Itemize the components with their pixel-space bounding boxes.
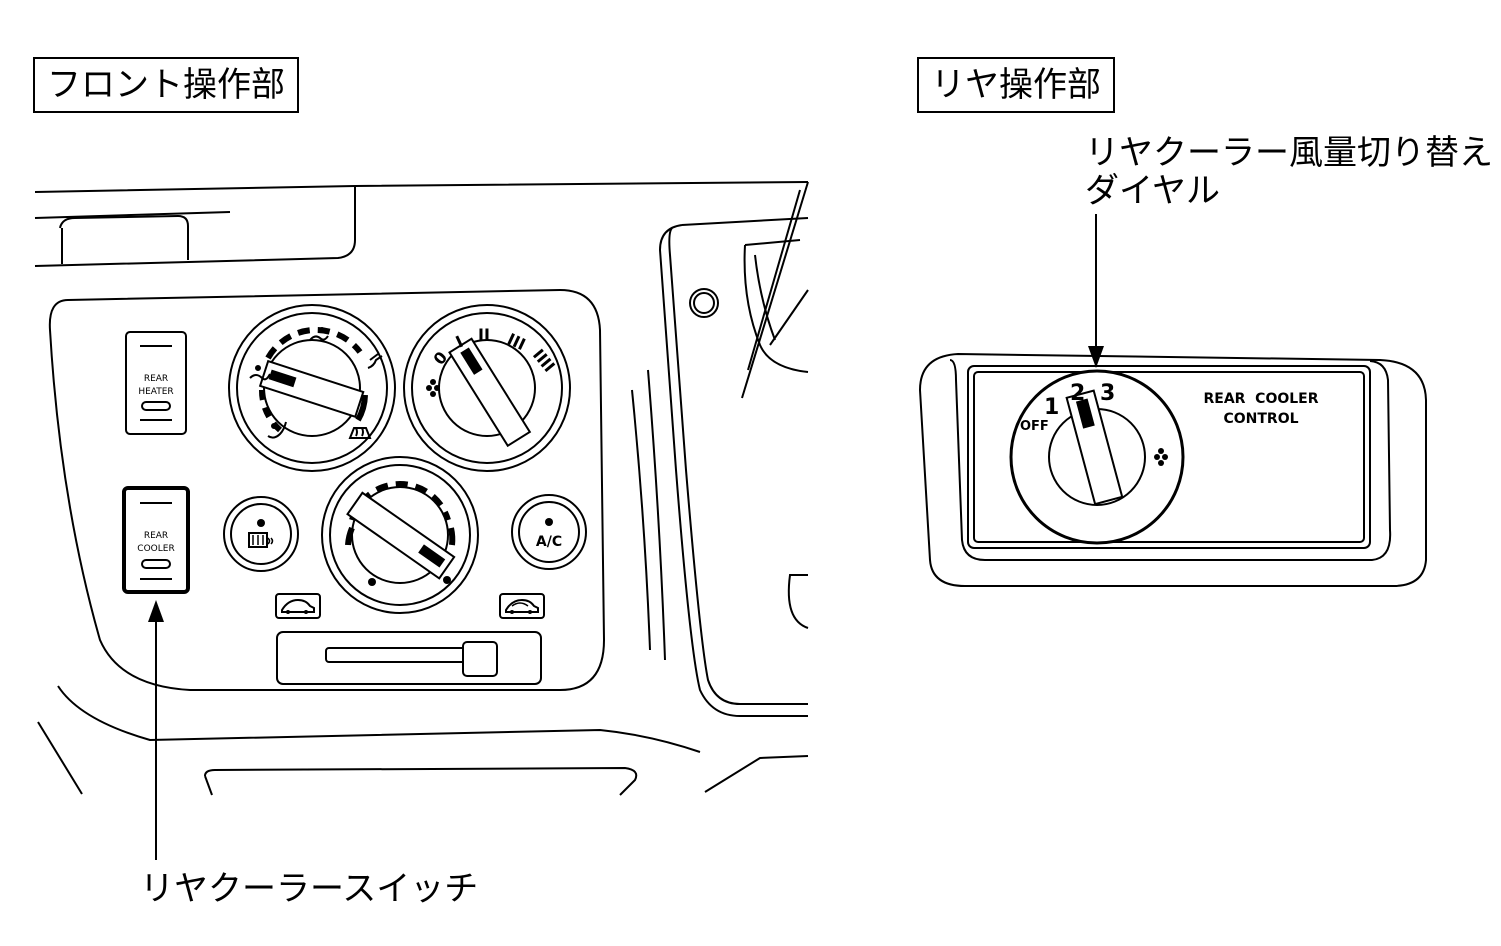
recirculation-icon — [505, 598, 539, 614]
rear-cooler-switch[interactable] — [122, 486, 190, 594]
rear-fan-icon — [1154, 448, 1168, 466]
rear-heater-switch[interactable] — [125, 331, 187, 435]
fresh-air-icon — [281, 598, 315, 614]
floor-defrost-mode-icon — [367, 353, 383, 369]
rear-controls-title: リヤ操作部 — [917, 57, 1115, 113]
rear-defogger-icon — [248, 532, 274, 548]
fan-speed-dial[interactable] — [403, 304, 571, 472]
front-controls-title: フロント操作部 — [33, 57, 299, 113]
defroster-icon — [348, 427, 372, 439]
fan-position-2: II — [478, 325, 490, 344]
rear-heater-label-line2: HEATER — [138, 387, 173, 397]
floor-mode-icon — [267, 421, 287, 439]
air-intake-slider[interactable] — [276, 631, 542, 685]
rear-cooler-label-line1: REAR — [144, 531, 168, 541]
rear-dial-off-label: OFF — [1020, 419, 1049, 434]
fresh-air-indicator — [275, 593, 321, 619]
rear-dial-callout-line2: ダイヤル — [1085, 171, 1220, 211]
rear-dial-callout-line1: リヤクーラー風量切り替え — [1085, 133, 1493, 173]
rear-dial-position-1: 1 — [1044, 395, 1059, 420]
rear-cooler-switch-arrow — [148, 600, 164, 860]
rear-panel-label-line1: REAR COOLER — [1203, 391, 1318, 407]
rear-dial-position-3: 3 — [1100, 381, 1115, 406]
ac-button-label: A/C — [536, 534, 562, 550]
rear-dial-position-2: 2 — [1070, 381, 1085, 406]
rear-cooler-fan-dial[interactable] — [1009, 369, 1185, 545]
rear-dial-arrow — [1088, 214, 1104, 368]
rear-cooler-label-line2: COOLER — [137, 544, 174, 554]
rear-heater-label-line1: REAR — [144, 374, 168, 384]
rear-panel-label-line2: CONTROL — [1223, 411, 1298, 427]
bilevel-mode-icon — [249, 365, 271, 381]
recirculation-indicator — [499, 593, 545, 619]
rear-cooler-switch-callout: リヤクーラースイッチ — [140, 869, 479, 909]
temperature-dial[interactable] — [321, 456, 479, 614]
rear-defogger-button[interactable] — [223, 496, 299, 572]
ac-button[interactable] — [511, 494, 587, 570]
vent-mode-icon — [309, 327, 329, 341]
fan-icon — [426, 379, 440, 397]
